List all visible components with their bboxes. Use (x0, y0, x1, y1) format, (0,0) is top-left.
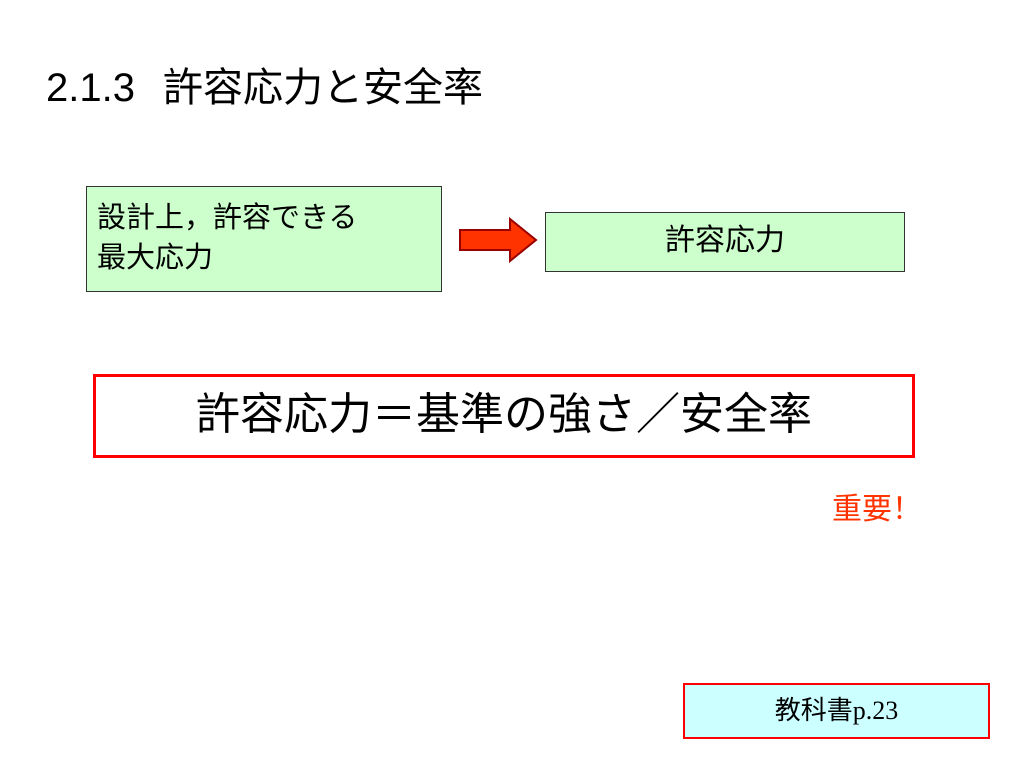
section-title: 許容応力と安全率 (162, 65, 483, 111)
section-number: 2.1.3 (46, 66, 135, 110)
term-label: 許容応力 (665, 223, 785, 258)
reference-page: p.23 (852, 696, 899, 725)
reference-box: 教科書p.23 (683, 683, 990, 739)
definition-line-2: 最大応力 (97, 240, 214, 274)
reference-book: 教科書 (774, 696, 853, 726)
definition-box: 設計上，許容できる 最大応力 (86, 186, 442, 292)
page-title: 2.1.3 許容応力と安全率 (46, 62, 483, 114)
formula-text: 許容応力＝基準の強さ／安全率 (196, 389, 812, 440)
formula-box: 許容応力＝基準の強さ／安全率 (93, 374, 915, 458)
important-note: 重要！ (832, 492, 922, 527)
definition-line-1: 設計上，許容できる (97, 200, 358, 234)
right-arrow-icon (459, 217, 538, 263)
term-box: 許容応力 (545, 212, 905, 272)
